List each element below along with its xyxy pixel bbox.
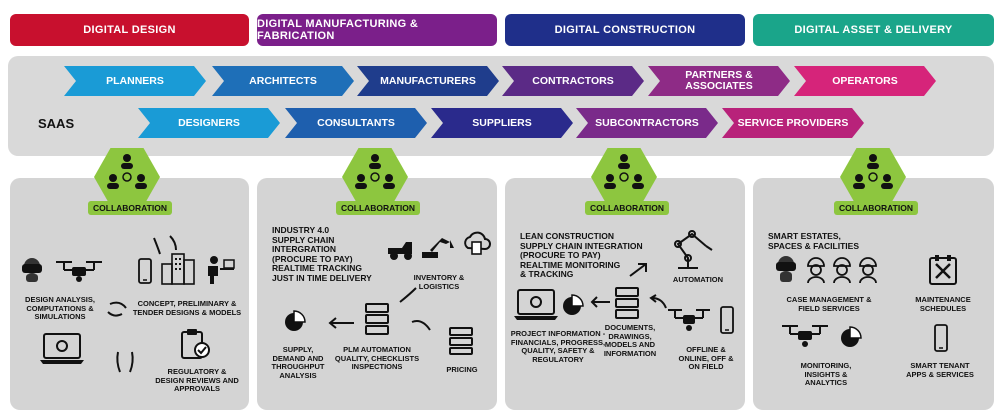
collaboration-label: COLLABORATION [88,201,172,215]
smartphone-icon [138,258,152,284]
vr-headset-icon [776,256,796,282]
saas-label: SAAS [38,116,75,131]
label-documents: DOCUMENTS, DRAWINGS, MODELS AND INFORMAT… [603,323,657,358]
panel-manufacturing [257,178,497,410]
arrow-icon [590,296,610,308]
top-bar-digital-manufacturing: DIGITAL MANUFACTURING & FABRICATION [257,14,497,46]
arrow-icon [399,287,417,303]
label-case-management: CASE MANAGEMENT & FIELD SERVICES [786,295,872,313]
smartphone-icon [720,306,734,334]
header-line: SUPPLY CHAIN [272,234,335,245]
label-smart-tenant: SMART TENANT APPS & SERVICES [906,361,974,379]
server-icon [365,303,389,335]
arrow-icon [411,320,431,331]
header-line: INDUSTRY 4.0 [272,225,330,235]
people-network-icon [107,154,147,189]
label-supply-demand: SUPPLY, DEMAND AND THROUGHPUT ANALYSIS [271,345,325,380]
people-network-icon [355,154,395,189]
label-pricing: PRICING [446,365,478,374]
clipboard-check-icon [181,329,210,359]
people-network-icon [604,154,644,189]
chevron-architects: ARCHITECTS [212,66,354,96]
asset-header: SMART ESTATES, SPACES & FACILITIES [768,231,888,251]
pie-chart-icon [841,326,862,347]
header-line: SUPPLY CHAIN INTEGRATION [520,240,643,251]
label-inventory: INVENTORY & LOGISTICS [413,273,465,291]
robot-arm-icon [674,230,713,269]
label-regulatory: REGULATORY & DESIGN REVIEWS AND APPROVAL… [155,367,239,393]
vr-headset-icon [22,258,42,282]
server-icon [449,327,473,355]
label-offline-online: OFFLINE & ONLINE, OFF & ON FIELD [678,345,734,371]
chevron-service-providers: SERVICE PROVIDERS [722,108,864,138]
laptop-gear-icon [40,333,84,364]
header-line: SMART ESTATES, [768,231,841,241]
cloud-document-icon [464,231,491,255]
cycle-arrow-icon [153,235,177,255]
collaboration-label: COLLABORATION [336,201,420,215]
workers-icon [807,257,877,284]
drone-icon [782,325,828,347]
arrow-icon [629,263,647,277]
label-project-information: PROJECT INFORMATION - FINANCIALS, PROGRE… [510,329,606,364]
construction-vehicles-icon [388,238,454,260]
header-line: LEAN CONSTRUCTION [520,231,614,241]
person-at-desk-icon [208,256,235,284]
people-network-icon [853,154,893,189]
label-plm: PLM AUTOMATION QUALITY, CHECKLISTS INSPE… [334,345,420,371]
top-bar-digital-construction: DIGITAL CONSTRUCTION [505,14,745,46]
chevron-designers: DESIGNERS [138,108,280,138]
panel-asset [753,178,994,410]
buildings-icon [161,253,195,285]
chevron-contractors: CONTRACTORS [502,66,644,96]
header-line: JUST IN TIME DELIVERY [272,272,372,283]
label-automation: AUTOMATION [672,275,724,284]
label-maintenance: MAINTENANCE SCHEDULES [915,295,971,313]
chevron-operators: OPERATORS [794,66,936,96]
pie-chart-icon [285,310,306,331]
pie-chart-icon [563,294,584,315]
cycle-arrow-icon [107,301,127,317]
collaboration-label: COLLABORATION [585,201,669,215]
manufacturing-header: INDUSTRY 4.0 SUPPLY CHAIN INTERGRATION (… [272,225,392,283]
label-concept-designs: CONCEPT, PRELIMINARY & TENDER DESIGNS & … [132,299,242,317]
label-monitoring: MONITORING, INSIGHTS & ANALYTICS [800,361,852,387]
chevron-planners: PLANNERS [64,66,206,96]
arrow-icon [649,294,667,309]
smartphone-icon [934,324,948,352]
drone-icon [56,261,102,282]
header-line: REALTIME TRACKING [272,263,363,273]
drone-icon [668,309,710,331]
chevron-partners: PARTNERS & ASSOCIATES [648,66,790,96]
arrow-icon [328,317,354,329]
server-icon [615,287,639,319]
header-line: & TRACKING [520,269,574,279]
top-bar-digital-asset: DIGITAL ASSET & DELIVERY [753,14,994,46]
chevron-consultants: CONSULTANTS [285,108,427,138]
maintenance-tools-icon [929,255,957,285]
chevron-subcontractors: SUBCONTRACTORS [576,108,718,138]
cycle-arrow-icon [116,351,134,373]
collaboration-label: COLLABORATION [834,201,918,215]
header-line: REALTIME MONITORING [520,259,621,270]
header-line: SPACES & FACILITIES [768,240,859,251]
top-bar-digital-design: DIGITAL DESIGN [10,14,249,46]
header-line: INTERGRATION [272,244,337,254]
chevron-manufacturers: MANUFACTURERS [357,66,499,96]
header-line: (PROCURE TO PAY) [520,250,601,260]
laptop-gear-icon [514,289,558,320]
label-design-analysis: DESIGN ANALYSIS, COMPUTATIONS & SIMULATI… [25,295,95,321]
construction-header: LEAN CONSTRUCTION SUPPLY CHAIN INTEGRATI… [520,231,660,280]
chevron-suppliers: SUPPLIERS [431,108,573,138]
header-line: (PROCURE TO PAY) [272,253,353,264]
panel-construction [505,178,745,410]
